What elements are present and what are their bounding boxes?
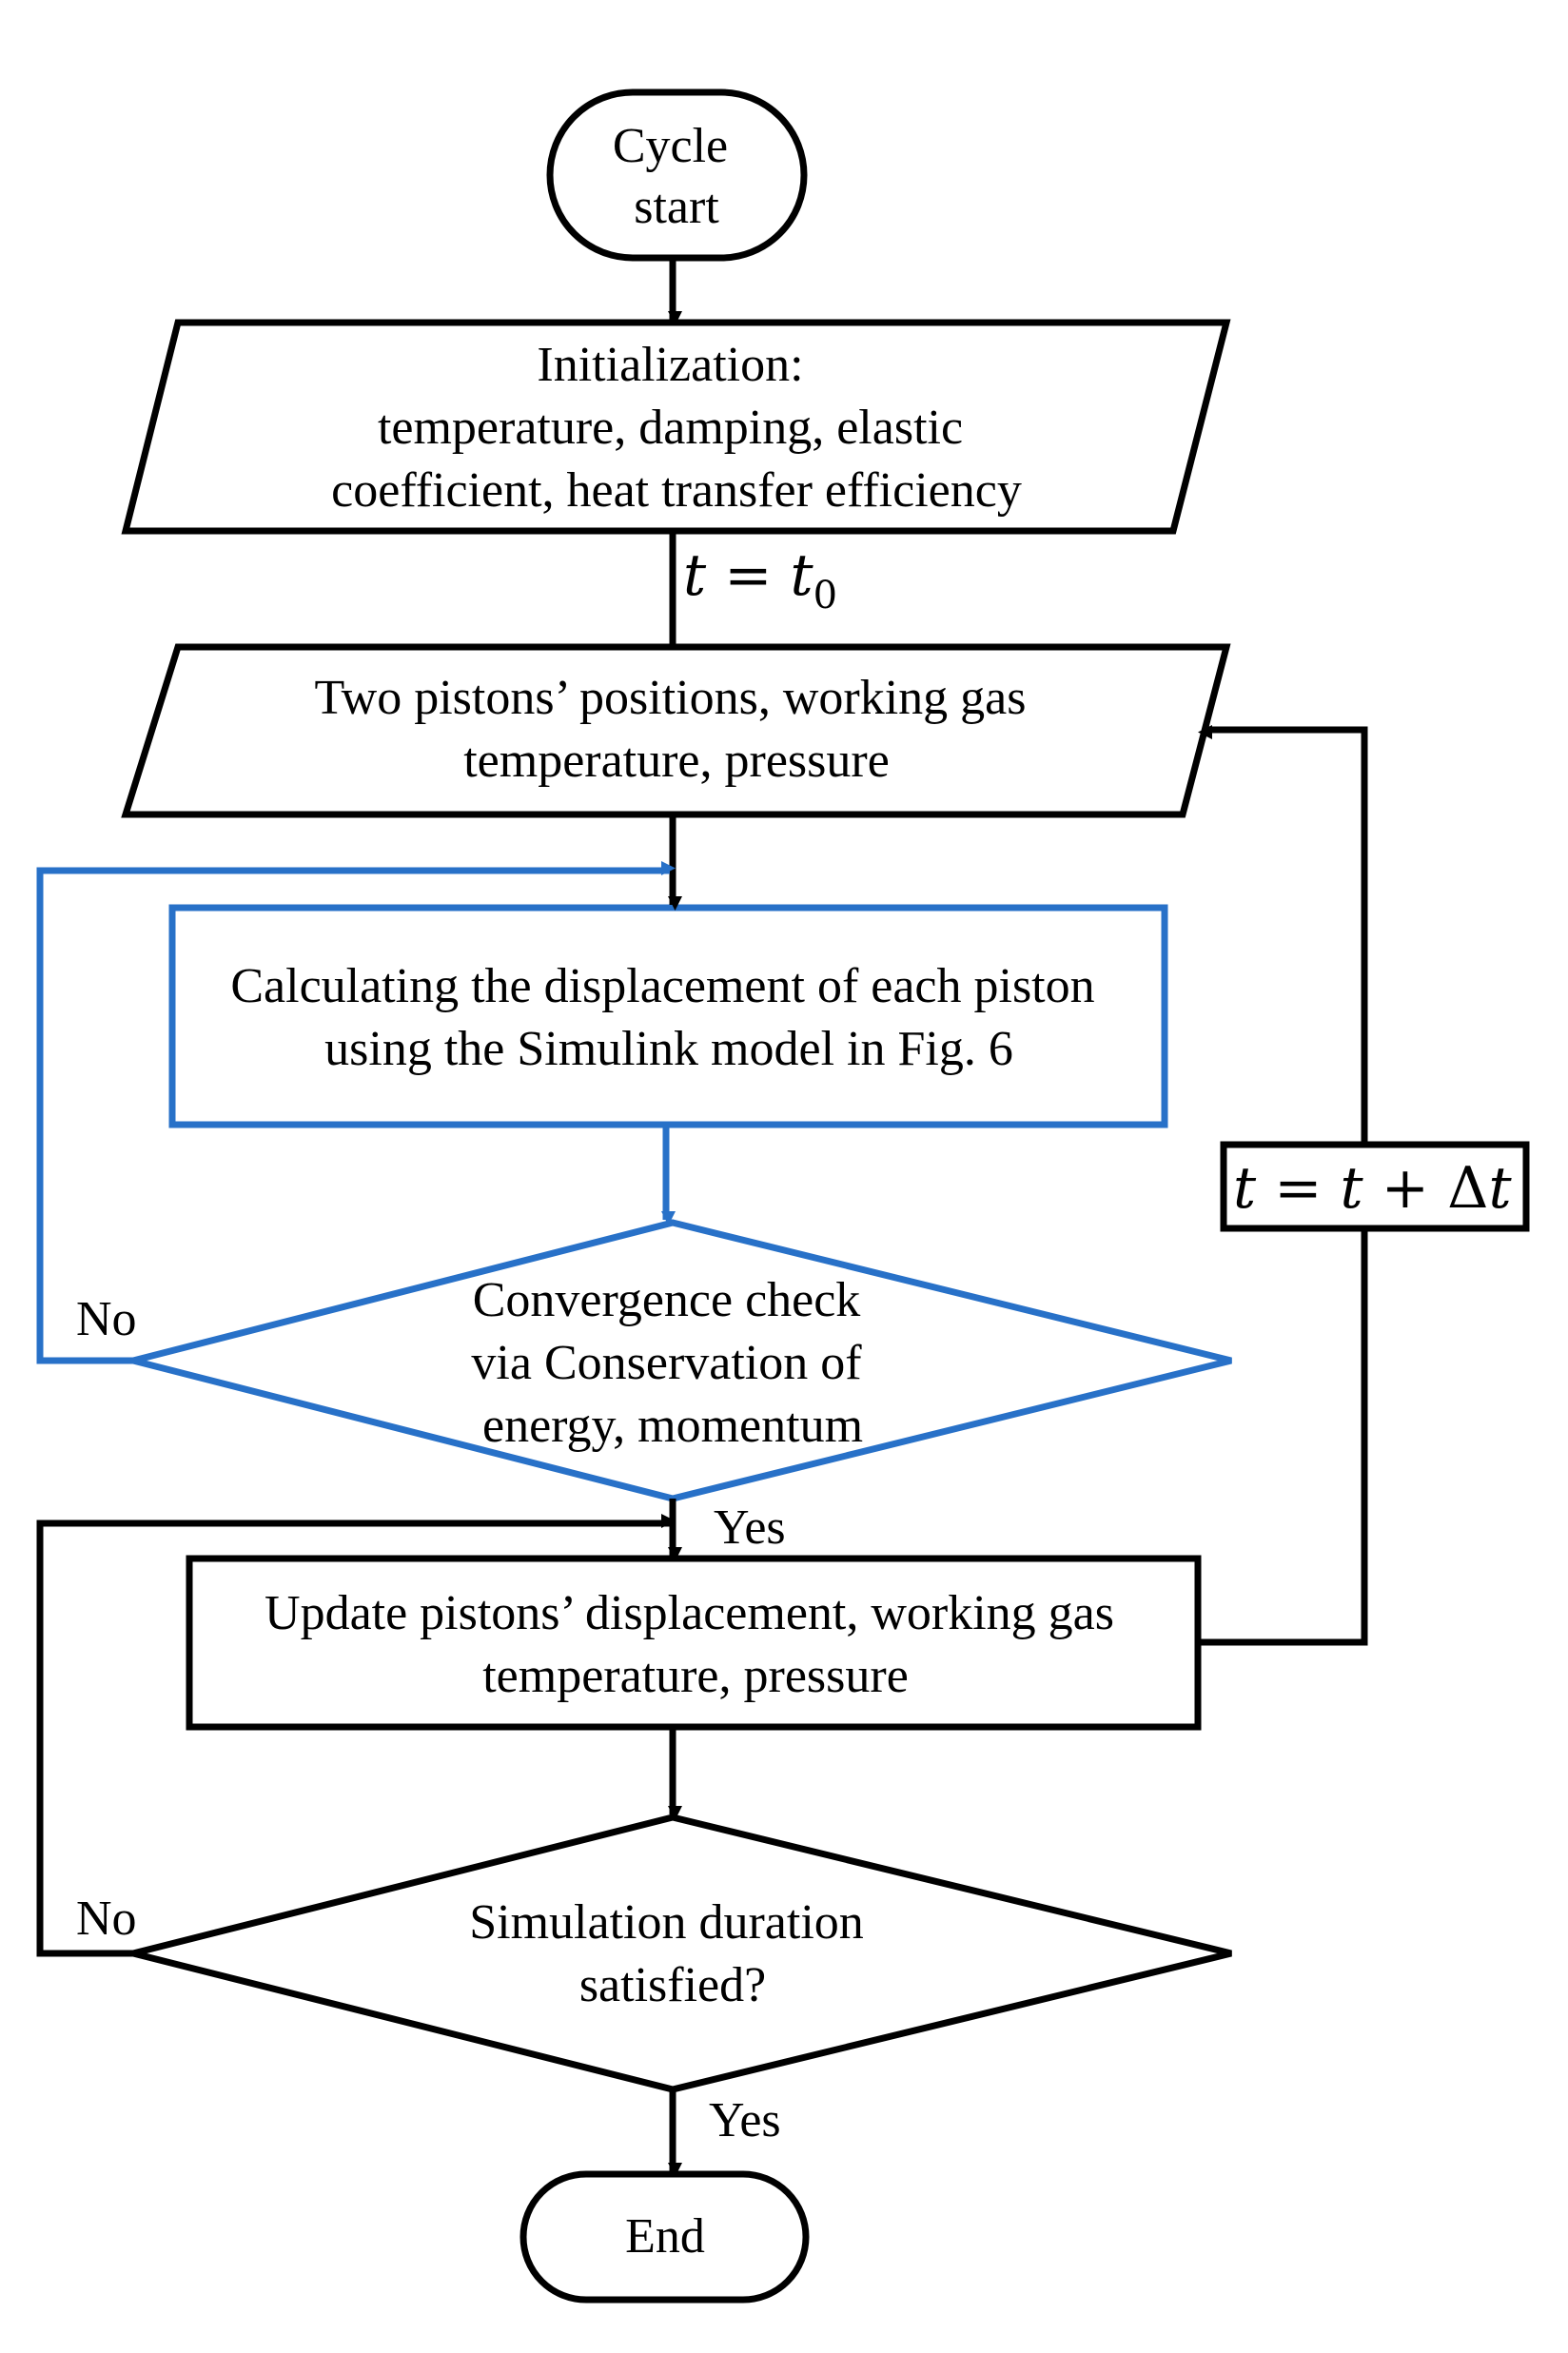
convergence-label: Convergence check via Conservation of en… bbox=[471, 1273, 873, 1453]
convergence-no-loop bbox=[36, 861, 676, 1364]
start-terminal bbox=[546, 88, 808, 262]
calculation-process-box bbox=[168, 904, 1168, 1128]
initialization-parallelogram bbox=[121, 319, 1231, 535]
duration-decision-diamond bbox=[132, 1814, 1232, 2093]
state-input-label: Two pistons’ positions, working gas temp… bbox=[315, 671, 1039, 788]
duration-label: Simulation duration satisfied? bbox=[469, 1895, 876, 2012]
time-step-loop-arrow bbox=[1198, 725, 1368, 1145]
time-step-box bbox=[1220, 1141, 1530, 1232]
duration-yes-label: Yes bbox=[709, 2093, 781, 2147]
convergence-yes-label: Yes bbox=[714, 1500, 786, 1555]
duration-no-label: No bbox=[76, 1892, 137, 1946]
duration-no-loop bbox=[36, 1514, 676, 1957]
convergence-no-label: No bbox=[76, 1292, 137, 1346]
update-label: Update pistons’ displacement, working ga… bbox=[265, 1586, 1127, 1703]
calculation-label: Calculating the displacement of each pis… bbox=[230, 959, 1107, 1076]
initialization-label: Initialization: temperature, damping, el… bbox=[331, 338, 1022, 518]
start-label: Cycle start bbox=[613, 119, 740, 234]
end-label: End bbox=[625, 2209, 705, 2264]
initial-time-equation: t = t0 bbox=[683, 542, 837, 618]
time-step-loop-line bbox=[1198, 1228, 1368, 1646]
state-input-parallelogram bbox=[121, 643, 1231, 818]
end-terminal bbox=[519, 2170, 810, 2304]
time-step-equation: t = t + Δt bbox=[1233, 1155, 1512, 1222]
